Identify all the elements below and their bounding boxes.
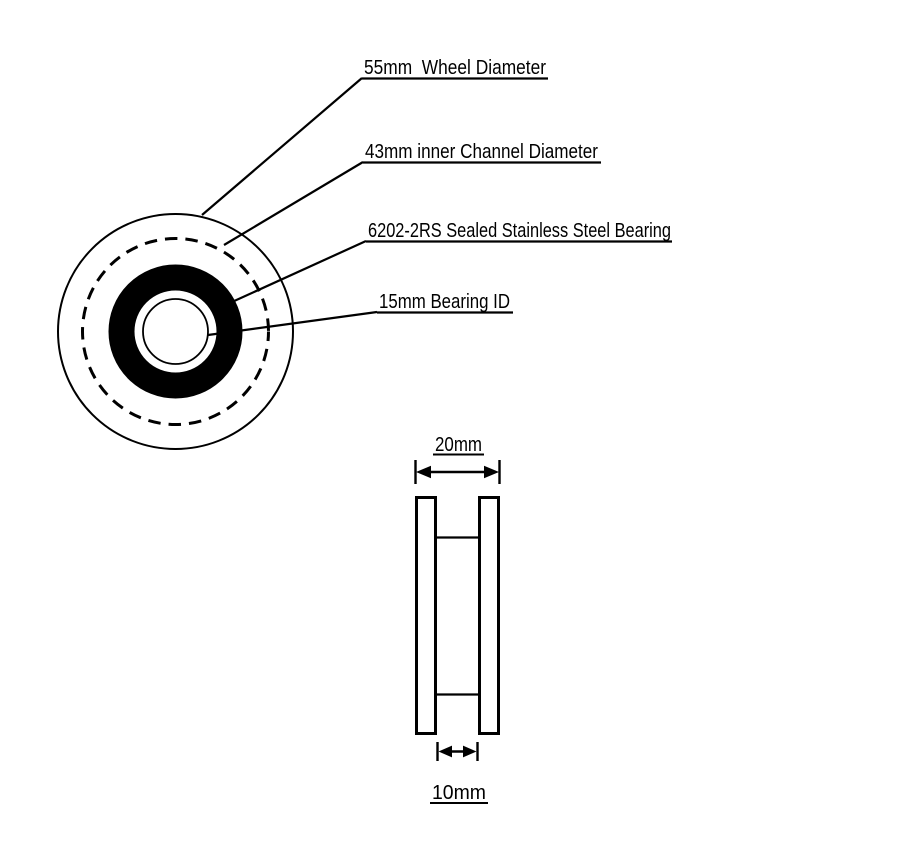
dimension-10mm-label: 10mm: [432, 782, 486, 804]
dimension-20mm: 20mm: [414, 434, 501, 484]
leader-line-channel-diameter: [223, 161, 364, 246]
dimension-20mm-left-arrowhead: [416, 465, 431, 479]
callout-bearing-id: 15mm Bearing ID: [379, 291, 510, 313]
dimension-20mm-label: 20mm: [435, 434, 482, 456]
leader-line-bearing: [231, 239, 367, 304]
callout-labels: 55mm Wheel Diameter 43mm inner Channel D…: [362, 57, 672, 314]
side-view-right-flange: [478, 496, 500, 735]
dimension-10mm: 10mm: [430, 742, 488, 804]
channel-dashed-circle: [81, 237, 270, 426]
leader-line-bearing-id: [207, 310, 378, 337]
callout-channel-diameter: 43mm inner Channel Diameter: [365, 141, 598, 163]
side-view-left-flange: [415, 496, 437, 735]
front-view: [57, 213, 294, 450]
dimension-10mm-left-arrowhead: [438, 745, 452, 758]
side-view: [415, 496, 500, 735]
wheel-outer-circle: [57, 213, 294, 450]
dimension-10mm-right-arrowhead: [463, 745, 477, 758]
leader-lines: [201, 77, 378, 337]
leader-line-wheel-diameter: [201, 77, 363, 216]
callout-wheel-diameter: 55mm Wheel Diameter: [364, 57, 546, 79]
callout-bearing: 6202-2RS Sealed Stainless Steel Bearing: [368, 220, 671, 242]
dimension-20mm-right-arrowhead: [484, 465, 499, 479]
bearing-bore-circle: [142, 298, 209, 365]
